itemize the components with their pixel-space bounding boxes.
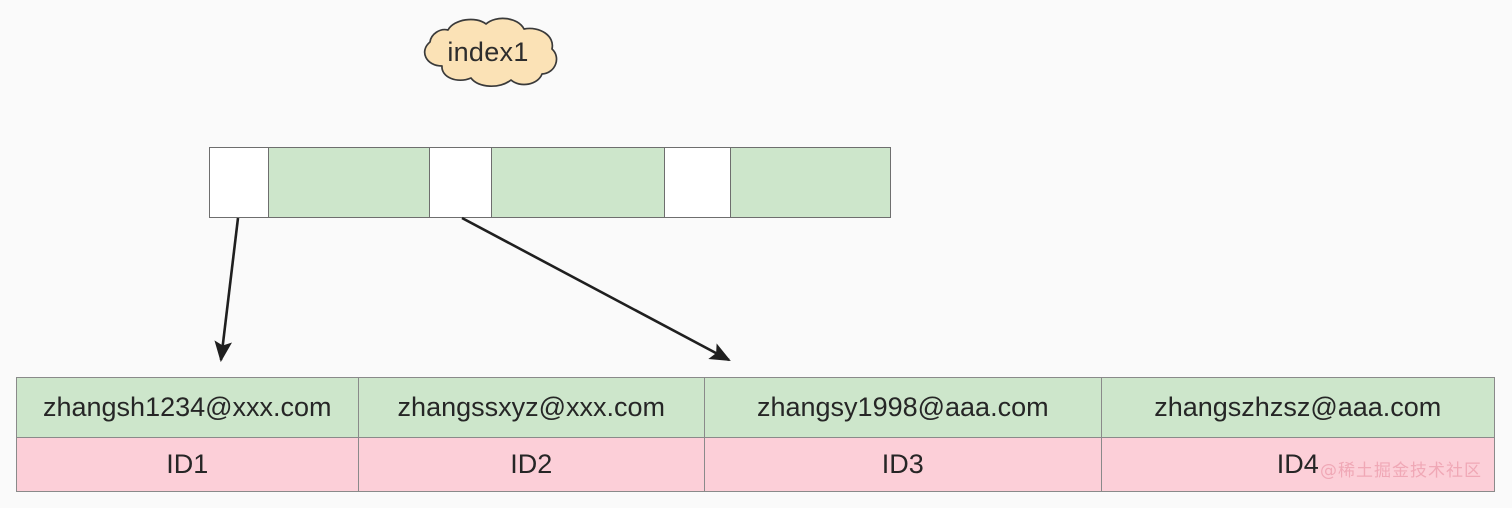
index-cell-block-2 xyxy=(492,148,665,217)
index-cell-key-1[interactable] xyxy=(210,148,269,217)
table-cell-id-1: ID1 xyxy=(17,438,359,491)
arrow-cell3-to-id3 xyxy=(461,216,731,362)
index-cloud-node: index1 xyxy=(414,16,562,88)
index-cell-key-3[interactable] xyxy=(665,148,731,217)
cloud-shape-icon xyxy=(423,17,558,87)
table-row-ids: ID1 ID2 ID3 ID4 xyxy=(17,438,1494,491)
table-cell-email-1: zhangsh1234@xxx.com xyxy=(17,378,359,437)
table-cell-email-2: zhangssxyz@xxx.com xyxy=(358,378,706,437)
table-cell-id-2: ID2 xyxy=(358,438,706,491)
table-cell-id-4: ID4 xyxy=(1101,438,1494,491)
table-cell-id-3: ID3 xyxy=(705,438,1102,491)
primary-data-table: zhangsh1234@xxx.com zhangssxyz@xxx.com z… xyxy=(16,377,1495,492)
index-cloud-label: index1 xyxy=(447,36,529,67)
index-cell-block-1 xyxy=(269,148,430,217)
arrow-cell1-to-id1 xyxy=(214,217,240,363)
table-cell-email-4: zhangszhzsz@aaa.com xyxy=(1101,378,1494,437)
index-cell-block-3 xyxy=(731,148,890,217)
watermark-text: @稀土掘金技术社区 xyxy=(1320,461,1482,481)
secondary-index-bar xyxy=(209,147,891,218)
table-cell-email-3: zhangsy1998@aaa.com xyxy=(705,378,1102,437)
index-cell-key-2[interactable] xyxy=(430,148,492,217)
table-row-emails: zhangsh1234@xxx.com zhangssxyz@xxx.com z… xyxy=(17,378,1494,438)
